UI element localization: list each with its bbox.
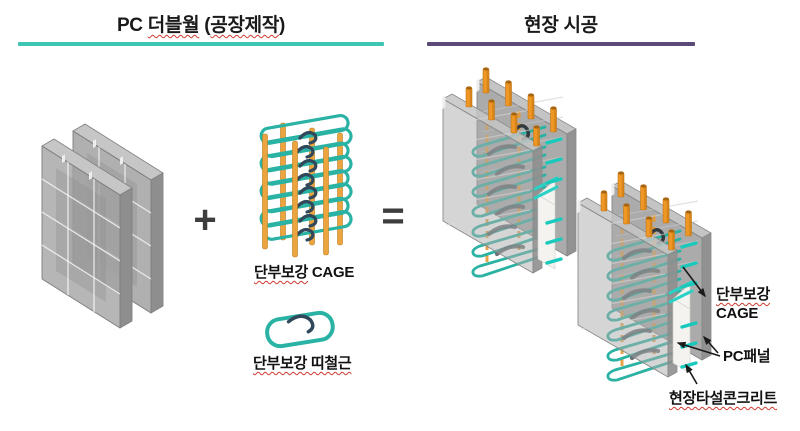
site-concrete-callout: 현장타설콘크리트 (669, 387, 777, 408)
site-cage-callout-line1: 단부보강 (716, 286, 771, 303)
wall-assembly-2 (578, 171, 712, 380)
arrow-to-panel-front (676, 341, 721, 357)
cage-label: 단부보강 CAGE (254, 261, 354, 282)
equals-operator: = (381, 194, 405, 238)
wall-assembly-1 (443, 67, 577, 276)
title-text: PC (116, 15, 148, 36)
site-cage-callout-line2: CAGE (716, 304, 759, 322)
title-text: ( (199, 15, 211, 36)
title-text: ) (279, 15, 286, 36)
factory-title-underline (18, 42, 384, 46)
cage-label-korean: 단부보강 (254, 264, 309, 281)
arrow-to-concrete (685, 363, 698, 385)
arrow-to-panel-back (703, 335, 719, 354)
rebar-cage-illustration (259, 113, 353, 258)
tie-loop-illustration (265, 310, 335, 349)
tie-bar-label: 단부보강 띠철근 (253, 352, 352, 373)
front-panel (41, 138, 133, 329)
site-title-underline (427, 42, 695, 46)
site-concrete-callout-text: 현장타설콘크리트 (669, 390, 778, 407)
factory-section-title: PC 더블월 (공장제작) (18, 10, 384, 37)
cage-label-en: CAGE (308, 264, 355, 281)
site-panel-callout: PC패널 (723, 348, 771, 365)
cage-front-bars (262, 133, 329, 258)
plus-operator: + (193, 198, 217, 242)
title-text-misspelled: 더블월 (147, 15, 200, 36)
pc-panel-pair-illustration (41, 123, 164, 329)
cage-cross-hooks (295, 131, 318, 242)
title-text-misspelled: 공장제작 (210, 15, 280, 36)
tie-bar-label-text: 단부보강 띠철근 (253, 355, 352, 372)
arrow-to-cage (682, 266, 706, 298)
site-section-title: 현장 시공 (524, 15, 598, 36)
